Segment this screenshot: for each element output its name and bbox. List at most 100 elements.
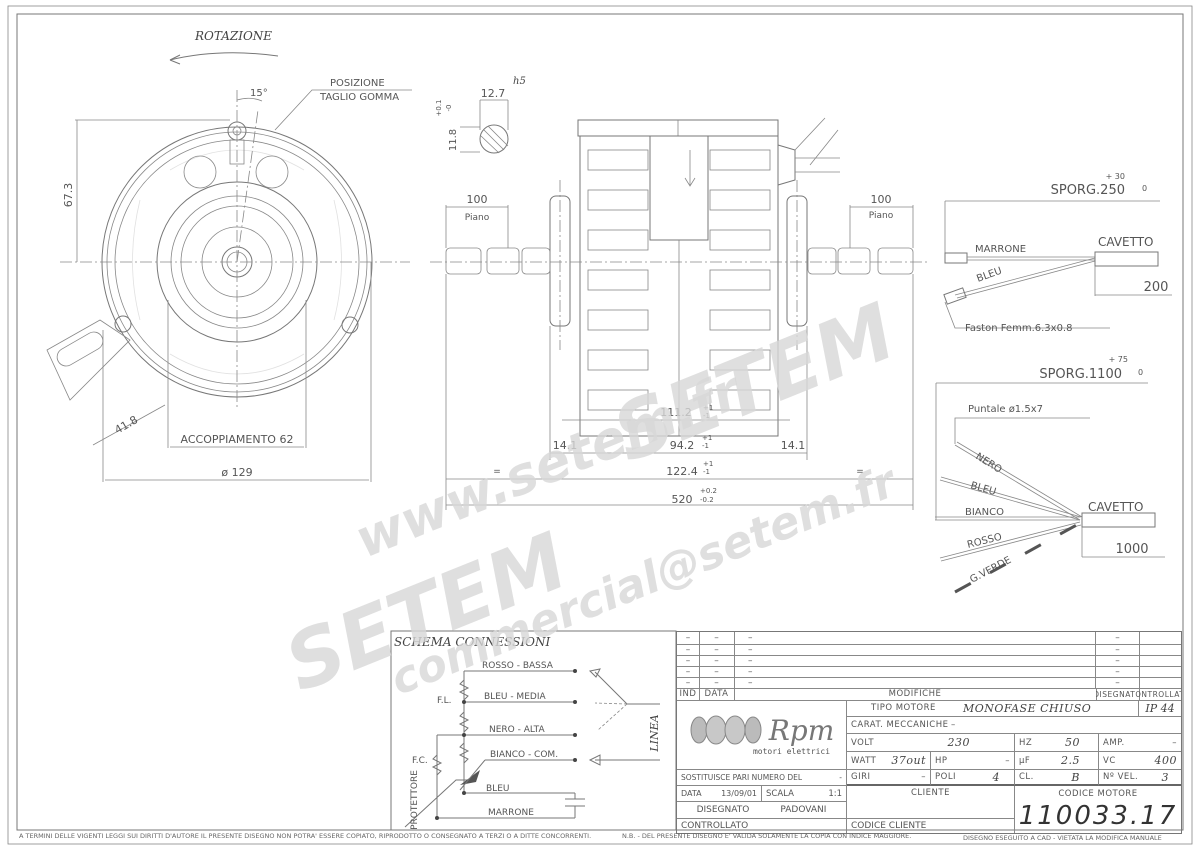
svg-text:67.3: 67.3 [62, 183, 75, 208]
svg-text:+0.1: +0.1 [435, 100, 443, 117]
svg-text:111.2: 111.2 [660, 406, 692, 419]
svg-text:+1: +1 [703, 460, 713, 468]
revision-note: N.B. - DEL PRESENTE DISEGNO E' VALIDA SO… [622, 832, 912, 840]
svg-text:+ 30: + 30 [1106, 172, 1125, 181]
class-cell: CL. B [1015, 770, 1099, 786]
revision-row: – – – – [677, 632, 1181, 645]
svg-text:0: 0 [1138, 368, 1143, 377]
svg-text:POSIZIONE: POSIZIONE [330, 78, 385, 89]
svg-text:41.8: 41.8 [112, 413, 140, 437]
svg-text:TAGLIO GOMMA: TAGLIO GOMMA [319, 92, 399, 103]
svg-text:SCHEMA CONNESSIONI: SCHEMA CONNESSIONI [394, 635, 550, 649]
vc-cell: VC 400 [1099, 752, 1181, 770]
svg-text:MARRONE: MARRONE [488, 808, 534, 818]
title-block: – – – – – – – – – – – – – – – – – – – – [676, 631, 1182, 834]
svg-text:F.L.: F.L. [437, 696, 451, 706]
outer-border [7, 5, 1193, 845]
rotation-arrow-icon [169, 52, 279, 61]
revision-row: – – – – [677, 666, 1181, 678]
svg-text:+0.2: +0.2 [700, 487, 717, 495]
svg-text:100: 100 [871, 193, 892, 206]
svg-text:F.C.: F.C. [412, 756, 428, 766]
svg-text:Piano: Piano [465, 213, 490, 223]
svg-text:SPORG.1100: SPORG.1100 [1039, 367, 1122, 382]
rotation-label: ROTAZIONE [194, 29, 272, 43]
svg-text:BIANCO: BIANCO [965, 507, 1004, 518]
svg-text:CAVETTO: CAVETTO [1088, 500, 1144, 514]
company-logo: Rpm motori elettrici [677, 700, 847, 770]
svg-text:1000: 1000 [1115, 542, 1148, 557]
svg-text:12.7: 12.7 [481, 87, 506, 100]
svg-text:MARRONE: MARRONE [975, 244, 1026, 255]
revision-row: – – – – [677, 677, 1181, 689]
svg-text:200: 200 [1144, 280, 1169, 295]
svg-text:ROSSO - BASSA: ROSSO - BASSA [482, 661, 554, 671]
motor-logo-icon [690, 715, 762, 745]
svg-text:h5: h5 [513, 76, 526, 87]
svg-text:BLEU: BLEU [969, 480, 997, 498]
drawn-by-cell: DISEGNATO PADOVANI [677, 802, 847, 819]
volt-cell: VOLT 230 [847, 734, 1015, 752]
amp-cell: AMP. – [1099, 734, 1181, 752]
motor-code-cell: CODICE MOTORE 110033.17 [1018, 789, 1178, 831]
svg-text:11.8: 11.8 [448, 129, 459, 151]
svg-text:NERO - ALTA: NERO - ALTA [489, 725, 545, 735]
capacitance-cell: μF 2.5 [1015, 752, 1099, 770]
front-view: ROTAZIONE 15° POSIZIONE TAGLIO GOMMA [46, 29, 412, 482]
client-code-cell: CODICE CLIENTE [847, 819, 1015, 833]
svg-text:Faston Femm.6.3x0.8: Faston Femm.6.3x0.8 [965, 323, 1072, 334]
svg-text:-1: -1 [703, 412, 710, 420]
replaces-cell: SOSTITUISCE PARI NUMERO DEL - [677, 770, 847, 786]
svg-text:14.1: 14.1 [553, 439, 578, 452]
cad-note: DISEGNO ESEGUITO A CAD - VIETATA LA MODI… [963, 834, 1162, 842]
svg-text:94.2: 94.2 [670, 439, 695, 452]
revision-row: – – – – [677, 655, 1181, 667]
svg-text:Puntale ø1.5x7: Puntale ø1.5x7 [968, 404, 1043, 415]
client-cell: CLIENTE [847, 786, 1015, 819]
svg-text:Piano: Piano [869, 211, 894, 221]
watt-cell: WATT 37out [847, 752, 931, 770]
svg-text:ACCOPPIAMENTO 62: ACCOPPIAMENTO 62 [181, 433, 294, 446]
cable-detail-1100: + 75 0 SPORG.1100 Puntale ø1.5x7 NERO BL… [935, 355, 1165, 594]
svg-text:-1: -1 [702, 442, 709, 450]
shaft-section: h5 12.7 11.8 +0.1 -0 [435, 76, 526, 154]
side-view: 100 Piano 100 Piano 111.2 +1 -1 14.1 94.… [430, 117, 930, 510]
svg-text:520: 520 [672, 493, 693, 506]
svg-text:-0: -0 [445, 105, 453, 112]
svg-text:NERO: NERO [973, 451, 1003, 476]
svg-text:BLEU: BLEU [486, 784, 509, 794]
svg-text:+1: +1 [702, 434, 712, 442]
hp-cell: HP – [931, 752, 1015, 770]
svg-text:15°: 15° [250, 88, 268, 99]
svg-text:=: = [856, 467, 864, 477]
motor-type-row: TIPO MOTORE MONOFASE CHIUSO [847, 700, 1139, 717]
svg-text:PROTETTORE: PROTETTORE [410, 770, 420, 830]
motor-code: 110033.17 [1018, 801, 1178, 831]
svg-text:-1: -1 [703, 468, 710, 476]
logo-brand: Rpm [768, 713, 835, 747]
copyright-notice: A TERMINI DELLE VIGENTI LEGGI SUI DIRITT… [19, 832, 592, 840]
svg-text:SETEM: SETEM [601, 287, 907, 480]
connection-schema: SCHEMA CONNESSIONI ROSSO - B [390, 630, 677, 831]
logo-subtitle: motori elettrici [752, 746, 831, 756]
hz-cell: HZ 50 [1015, 734, 1099, 752]
speeds-cell: Nº VEL. 3 [1099, 770, 1181, 786]
svg-text:BLEU - MEDIA: BLEU - MEDIA [484, 692, 546, 702]
svg-text:CAVETTO: CAVETTO [1098, 235, 1154, 249]
date-cell: DATA 13/09/01 [677, 786, 762, 802]
svg-text:SPORG.250: SPORG.250 [1051, 183, 1125, 198]
svg-text:BLEU: BLEU [975, 266, 1003, 285]
svg-text:+1: +1 [703, 404, 713, 412]
svg-text:100: 100 [467, 193, 488, 206]
poles-cell: POLI 4 [931, 770, 1015, 786]
svg-text:122.4: 122.4 [666, 465, 698, 478]
svg-text:ROSSO: ROSSO [966, 532, 1003, 551]
scale-cell: SCALA 1:1 [762, 786, 847, 802]
svg-text:ø 129: ø 129 [221, 466, 252, 479]
cable-detail-250: + 30 0 SPORG.250 MARRONE BLEU CAVETTO 20… [943, 172, 1172, 334]
svg-text:BIANCO - COM.: BIANCO - COM. [490, 750, 558, 760]
svg-text:LINEA: LINEA [648, 714, 661, 752]
ip-rating: IP 44 [1139, 700, 1181, 717]
rpm-cell: GIRI – [847, 770, 931, 786]
